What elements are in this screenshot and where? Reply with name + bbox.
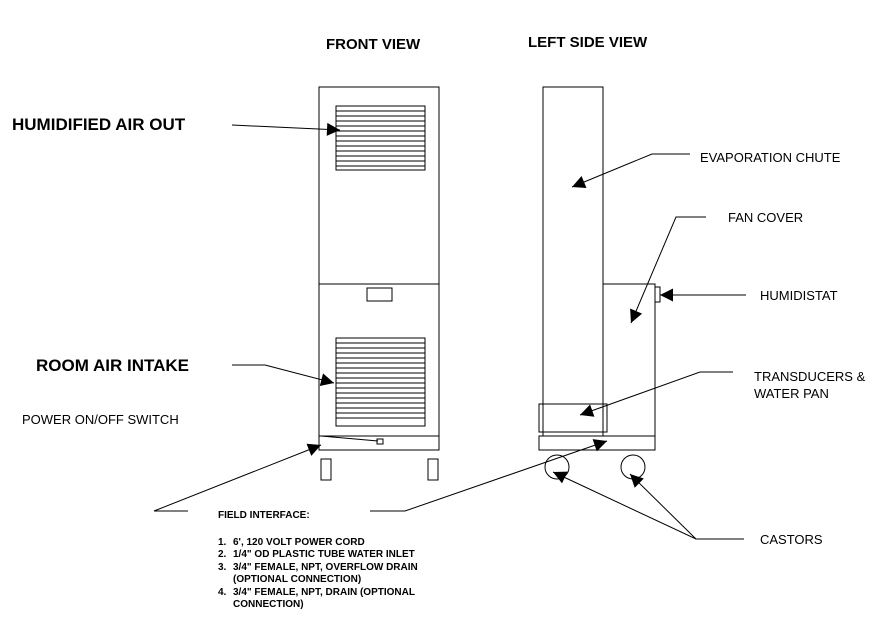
label-humidified-air-out: HUMIDIFIED AIR OUT	[12, 115, 186, 134]
label-evaporation-chute: EVAPORATION CHUTE	[700, 150, 841, 165]
field-item-4: 4. 3/4" FEMALE, NPT, DRAIN (OPTIONAL	[218, 587, 418, 600]
front-view	[318, 86, 440, 481]
field-item-number: 3.	[218, 561, 227, 573]
front-view-title: FRONT VIEW	[326, 36, 421, 53]
field-item-text: 3/4" FEMALE, NPT, DRAIN (OPTIONAL	[233, 586, 415, 598]
front-foot-left	[320, 458, 332, 481]
label-transducers-line2: WATER PAN	[754, 386, 829, 401]
field-item-text: 6', 120 VOLT POWER CORD	[233, 536, 365, 548]
air-intake-grille	[335, 337, 426, 427]
field-interface-title: FIELD INTERFACE:	[218, 510, 310, 521]
leader-evaporation-chute	[571, 153, 690, 189]
label-transducers-line1: TRANSDUCERS &	[754, 369, 866, 384]
humidistat-knob	[654, 286, 661, 303]
power-switch	[376, 438, 384, 445]
field-item-4-continued: CONNECTION)	[233, 599, 304, 610]
leader-castor-left	[552, 471, 744, 540]
field-item-3-continued: (OPTIONAL CONNECTION)	[233, 574, 362, 585]
air-out-grille	[335, 105, 426, 171]
label-power-switch: POWER ON/OFF SWITCH	[22, 412, 179, 427]
field-item-number: 2.	[218, 549, 227, 560]
water-pan	[538, 403, 608, 433]
side-view	[538, 86, 661, 480]
leader-power-switch-inner	[320, 435, 379, 442]
leader-fan-cover	[630, 216, 706, 324]
leader-castor-right	[629, 473, 697, 540]
label-humidistat: HUMIDISTAT	[760, 288, 838, 303]
fan-cover-body	[602, 283, 656, 437]
label-fan-cover: FAN COVER	[728, 210, 804, 225]
field-item-3: 3. 3/4" FEMALE, NPT, OVERFLOW DRAIN	[218, 562, 418, 575]
field-item-1: 1. 6', 120 VOLT POWER CORD	[218, 537, 418, 550]
front-foot-right	[427, 458, 439, 481]
leader-field-interface	[370, 439, 608, 512]
leader-humidified-air-out	[231, 122, 341, 136]
field-item-text: 1/4" OD PLASTIC TUBE WATER INLET	[233, 549, 415, 560]
field-item-2: 2. 1/4" OD PLASTIC TUBE WATER INLET	[218, 549, 418, 562]
leader-transducers	[579, 371, 733, 417]
field-item-text: 3/4" FEMALE, NPT, OVERFLOW DRAIN	[233, 561, 418, 573]
leader-power-switch	[153, 443, 322, 512]
label-castors: CASTORS	[760, 532, 823, 547]
castor-right	[620, 454, 646, 480]
side-base	[538, 435, 656, 451]
field-item-number: 4.	[218, 586, 227, 598]
label-room-air-intake: ROOM AIR INTAKE	[36, 356, 189, 375]
field-item-number: 1.	[218, 536, 227, 548]
leader-room-air-intake-2	[264, 364, 335, 387]
front-label-plate	[366, 287, 393, 302]
side-view-title: LEFT SIDE VIEW	[528, 34, 648, 51]
front-base	[318, 435, 440, 451]
front-cabinet	[318, 86, 440, 437]
field-interface-notes: FIELD INTERFACE: 1. 6', 120 VOLT POWER C…	[218, 510, 418, 612]
evaporation-chute-body	[542, 86, 604, 437]
